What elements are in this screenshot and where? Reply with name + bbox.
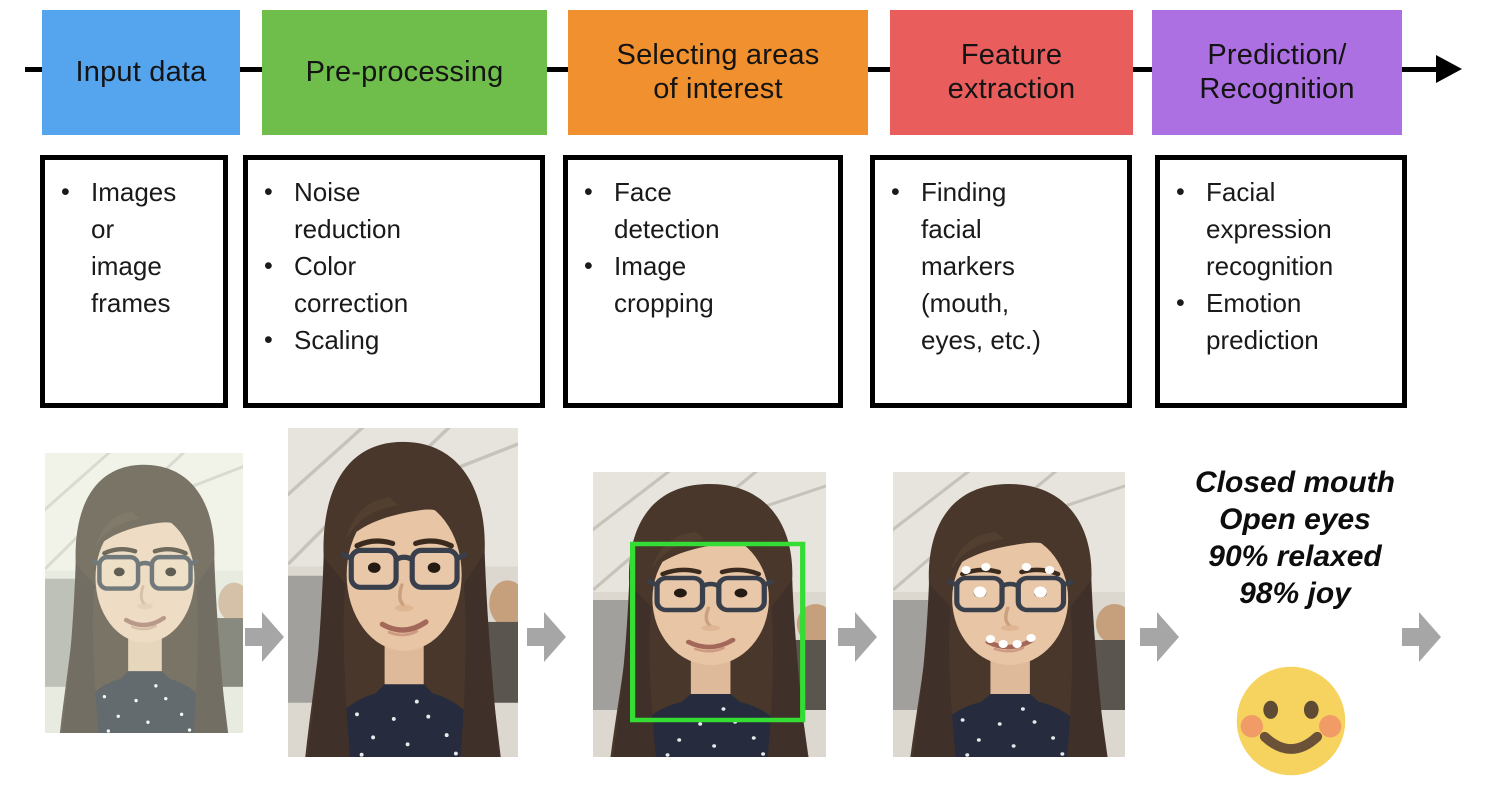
bullet-marker: •: [264, 252, 273, 280]
step-arrow-icon: [1402, 612, 1441, 662]
stage-box-prediction: Prediction/ Recognition: [1152, 10, 1402, 135]
bullet-item: • Noise reduction: [264, 174, 536, 248]
stage-box-input-data: Input data: [42, 10, 240, 135]
bullet-item: • Images or image frames: [61, 174, 219, 322]
smiling-face-emoji-icon: [1236, 666, 1346, 776]
bullet-marker: •: [584, 178, 593, 206]
detail-box-pre-processing: • Noise reduction • Color correction • Scalin…: [243, 155, 545, 408]
face-detection-box: [629, 541, 806, 723]
bullet-marker: •: [584, 252, 593, 280]
bullet-item: • Image cropping: [584, 248, 834, 322]
step-arrow-icon: [527, 612, 566, 662]
preprocessed-photo: [288, 428, 518, 757]
detail-box-selecting-areas: • Face detection • Image cropping: [563, 155, 843, 408]
bullet-text: Scaling: [294, 325, 380, 355]
stage-box-pre-processing: Pre-processing: [262, 10, 547, 135]
face-detection-photo: [593, 472, 826, 757]
bullet-marker: •: [264, 326, 273, 354]
bullet-marker: •: [891, 178, 900, 206]
input-photo: [45, 453, 243, 733]
stage-label: Pre-processing: [305, 55, 504, 88]
flow-arrowhead-icon: [1436, 55, 1462, 83]
stage-label: Prediction/ Recognition: [1199, 38, 1355, 105]
detail-box-input-data: • Images or image frames: [40, 155, 228, 408]
prediction-line: Open eyes: [1219, 503, 1371, 536]
bullet-marker: •: [1176, 178, 1185, 206]
landmark-dots: [961, 563, 1055, 648]
prediction-line: 90% relaxed: [1208, 540, 1382, 573]
bullet-item: • Finding facial markers (mouth, eyes, et…: [891, 174, 1123, 359]
prediction-line: 98% joy: [1239, 577, 1351, 610]
step-arrow-icon: [838, 612, 877, 662]
bullet-item: • Scaling: [264, 322, 536, 359]
bullet-text: Emotion prediction: [1206, 288, 1319, 355]
bullet-marker: •: [1176, 289, 1185, 317]
bullet-item: • Facial expression recognition: [1176, 174, 1398, 285]
detail-box-feature: • Finding facial markers (mouth, eyes, et…: [870, 155, 1132, 408]
step-arrow-icon: [1140, 612, 1179, 662]
bullet-text: Images or image frames: [91, 177, 177, 318]
stage-box-feature: Feature extraction: [890, 10, 1133, 135]
step-arrow-icon: [245, 612, 284, 662]
stage-label: Input data: [75, 55, 207, 88]
bullet-text: Facial expression recognition: [1206, 177, 1334, 281]
bullet-text: Image cropping: [614, 251, 714, 318]
bullet-text: Face detection: [614, 177, 720, 244]
bullet-item: • Color correction: [264, 248, 536, 322]
bullet-marker: •: [61, 178, 70, 206]
prediction-text: Closed mouth Open eyes 90% relaxed 98% j…: [1150, 464, 1440, 612]
bullet-text: Noise reduction: [294, 177, 401, 244]
bullet-item: • Face detection: [584, 174, 834, 248]
stage-box-selecting-areas: Selecting areas of interest: [568, 10, 868, 135]
prediction-line: Closed mouth: [1195, 466, 1395, 499]
bullet-item: • Emotion prediction: [1176, 285, 1398, 359]
detail-box-prediction: • Facial expression recognition • Emotion p…: [1155, 155, 1407, 408]
bullet-text: Finding facial markers (mouth, eyes, etc…: [921, 177, 1041, 355]
bullet-marker: •: [264, 178, 273, 206]
stage-label: Selecting areas of interest: [616, 38, 820, 105]
bullet-text: Color correction: [294, 251, 409, 318]
stage-label: Feature extraction: [947, 38, 1076, 105]
feature-markers-photo: [893, 472, 1125, 757]
